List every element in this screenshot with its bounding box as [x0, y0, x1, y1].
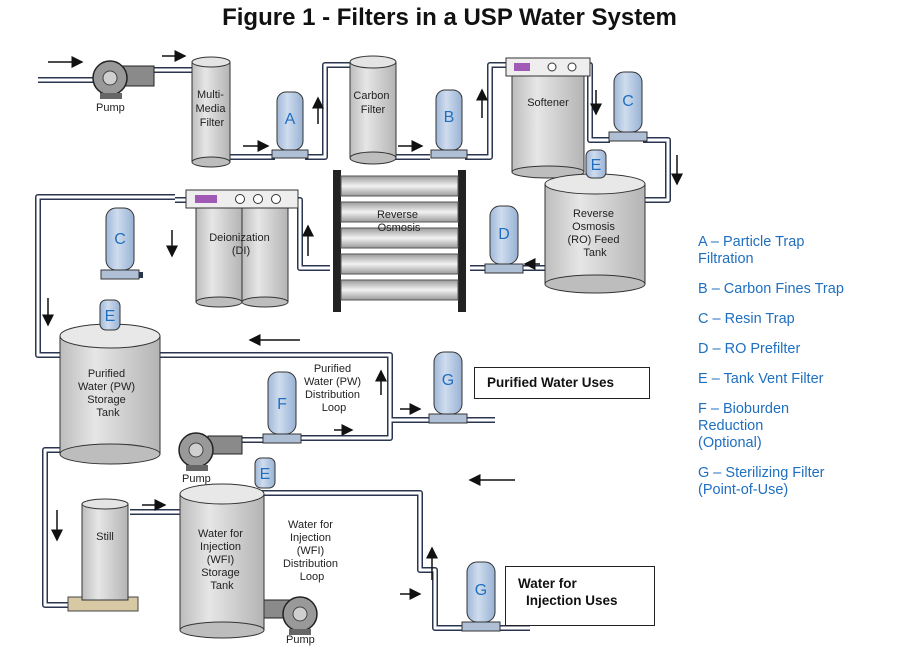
- filter-e-pw-tank: E: [99, 299, 121, 331]
- filter-g-wfi: G: [461, 561, 501, 632]
- filter-g-pw: G: [428, 351, 468, 424]
- svg-text:A: A: [285, 111, 296, 128]
- ro-unit-label: Reverse Osmosis: [377, 209, 421, 234]
- legend-item-a: A – Particle Trap Filtration: [698, 234, 805, 267]
- svg-text:E: E: [105, 308, 116, 325]
- wfi-storage-tank: [179, 483, 265, 639]
- wfi-loop-label: Water for Injection (WFI) Distribution L…: [283, 519, 341, 583]
- reverse-osmosis-unit: [333, 170, 466, 312]
- carbon-label: Carbon Filter: [353, 90, 392, 116]
- flow-arrows: [42, 50, 683, 619]
- filter-e-ro-tank: E: [585, 149, 607, 179]
- pump-bottom-label: Pump: [286, 634, 315, 646]
- ro-feed-tank: [544, 173, 646, 294]
- wfi-tank-label: Water for Injection (WFI) Storage Tank: [198, 528, 246, 592]
- purified-water-uses-box: Purified Water Uses: [474, 367, 650, 399]
- pump-mid: [178, 432, 243, 471]
- svg-text:D: D: [498, 226, 510, 243]
- svg-text:F: F: [277, 396, 287, 413]
- filter-f: F: [262, 371, 302, 444]
- svg-text:E: E: [260, 466, 271, 483]
- filter-a: A: [271, 91, 309, 159]
- softener-vessel: [505, 57, 591, 179]
- multimedia-filter-vessel: [191, 56, 231, 168]
- legend-item-e: E – Tank Vent Filter: [698, 371, 824, 387]
- svg-text:G: G: [475, 582, 487, 599]
- pump-top: [92, 60, 155, 99]
- pw-loop-label: Purified Water (PW) Distribution Loop: [304, 363, 364, 414]
- filter-b: B: [430, 89, 468, 159]
- filter-e-wfi-tank: E: [254, 457, 276, 489]
- wfi-uses-line-1: Water for: [518, 576, 577, 591]
- legend-item-b: B – Carbon Fines Trap: [698, 281, 844, 297]
- pump-bottom: [263, 596, 318, 635]
- svg-text:E: E: [591, 157, 602, 174]
- filter-c-mid: C: [100, 207, 140, 280]
- pw-tank-label: Purified Water (PW) Storage Tank: [78, 368, 138, 419]
- deionization-unit: [185, 189, 299, 308]
- purified-water-uses-label: Purified Water Uses: [487, 375, 615, 390]
- softener-label: Softener: [527, 97, 569, 109]
- svg-text:B: B: [444, 109, 455, 126]
- multimedia-label: Multi- Media Filter: [195, 89, 228, 129]
- legend-item-g: G – Sterilizing Filter (Point-of-Use): [698, 465, 825, 498]
- legend-item-f: F – Bioburden Reduction (Optional): [698, 401, 790, 451]
- filter-d: D: [484, 205, 524, 274]
- legend-item-d: D – RO Prefilter: [698, 341, 801, 357]
- figure-title: Figure 1 - Filters in a USP Water System: [222, 4, 677, 31]
- wfi-uses-line-2: Injection Uses: [526, 593, 618, 608]
- ro-tank-label: Reverse Osmosis (RO) Feed Tank: [567, 208, 622, 259]
- legend-item-c: C – Resin Trap: [698, 311, 795, 327]
- svg-text:G: G: [442, 372, 454, 389]
- filter-legend: A – Particle Trap Filtration B – Carbon …: [698, 234, 893, 512]
- still-unit: [67, 498, 139, 612]
- still-label: Still: [96, 531, 114, 543]
- filter-c-top: C: [608, 71, 648, 142]
- svg-text:C: C: [622, 93, 634, 110]
- wfi-uses-box: Water for Injection Uses: [505, 566, 655, 626]
- carbon-filter-vessel: [349, 55, 397, 165]
- pump-top-label: Pump: [96, 102, 125, 114]
- pw-storage-tank: [59, 323, 161, 465]
- di-label: Deionization (DI): [209, 232, 273, 257]
- pump-mid-label: Pump: [182, 473, 211, 485]
- svg-text:C: C: [114, 231, 126, 248]
